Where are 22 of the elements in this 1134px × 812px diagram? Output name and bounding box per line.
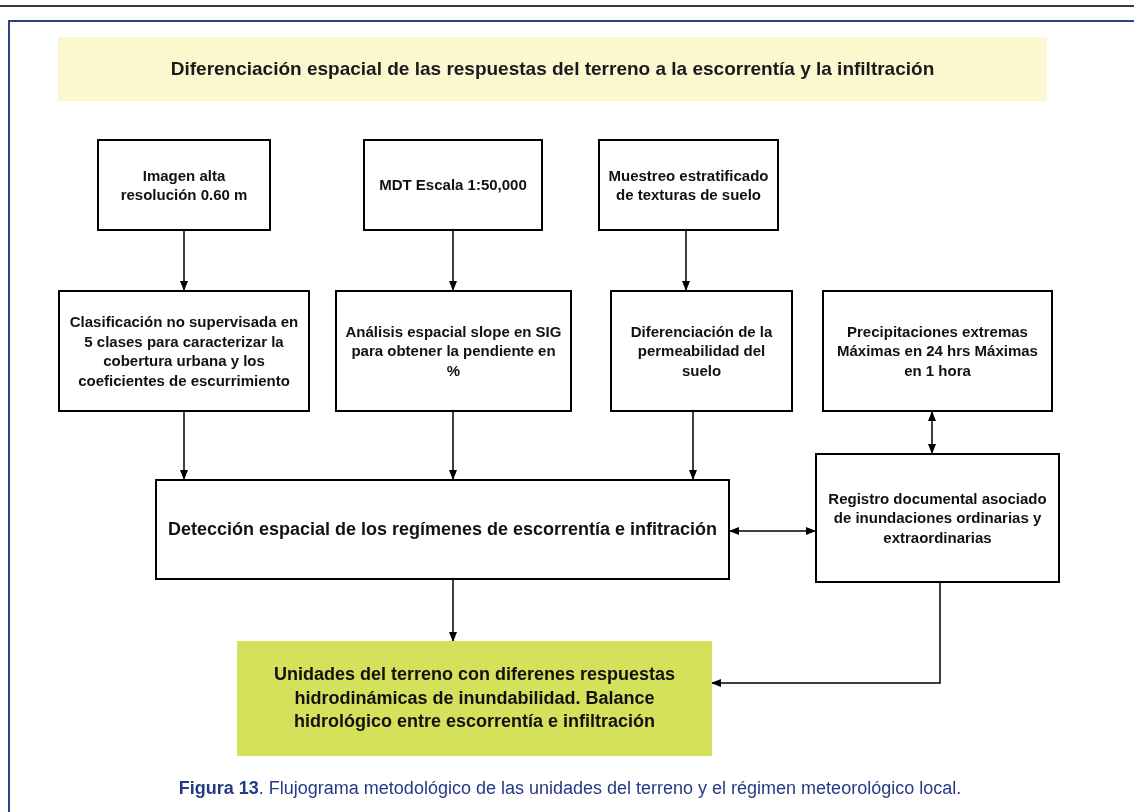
result-box: Unidades del terreno con diferenes respuestas hidrodinámicas de inundabilidad. Balance hidrológico entre escorrentía e infiltración bbox=[237, 641, 712, 756]
arrow bbox=[449, 579, 457, 642]
arrow bbox=[729, 527, 816, 535]
arrow bbox=[180, 230, 188, 291]
arrow bbox=[180, 411, 188, 480]
process-box: MDT Escala 1:50,000 bbox=[363, 139, 543, 231]
process-box: Precipitaciones extremas Máximas en 24 hrs Máximas en 1 hora bbox=[822, 290, 1053, 412]
arrow bbox=[449, 230, 457, 291]
arrow bbox=[689, 411, 697, 480]
process-box: Detección espacial de los regímenes de escorrentía e infitración bbox=[155, 479, 730, 580]
title-band: Diferenciación espacial de las respuestas del terreno a la escorrentía y la infiltración bbox=[58, 37, 1047, 101]
arrow bbox=[928, 411, 936, 454]
arrow bbox=[711, 582, 941, 687]
figure-caption: Figura 13. Flujograma metodológico de las unidades del terreno y el régimen meteorológico local. bbox=[177, 777, 963, 800]
process-box: Muestreo estratificado de texturas de suelo bbox=[598, 139, 779, 231]
arrow bbox=[682, 230, 690, 291]
arrow bbox=[449, 411, 457, 480]
process-box: Registro documental asociado de inundaciones ordinarias y extraordinarias bbox=[815, 453, 1060, 583]
process-box: Análisis espacial slope en SIG para obtener la pendiente en % bbox=[335, 290, 572, 412]
process-box: Clasificación no supervisada en 5 clases para caracterizar la cobertura urbana y los coeficientes de escurrimiento bbox=[58, 290, 310, 412]
process-box: Diferenciación de la permeabilidad del suelo bbox=[610, 290, 793, 412]
process-box: Imagen alta resolución 0.60 m bbox=[97, 139, 271, 231]
